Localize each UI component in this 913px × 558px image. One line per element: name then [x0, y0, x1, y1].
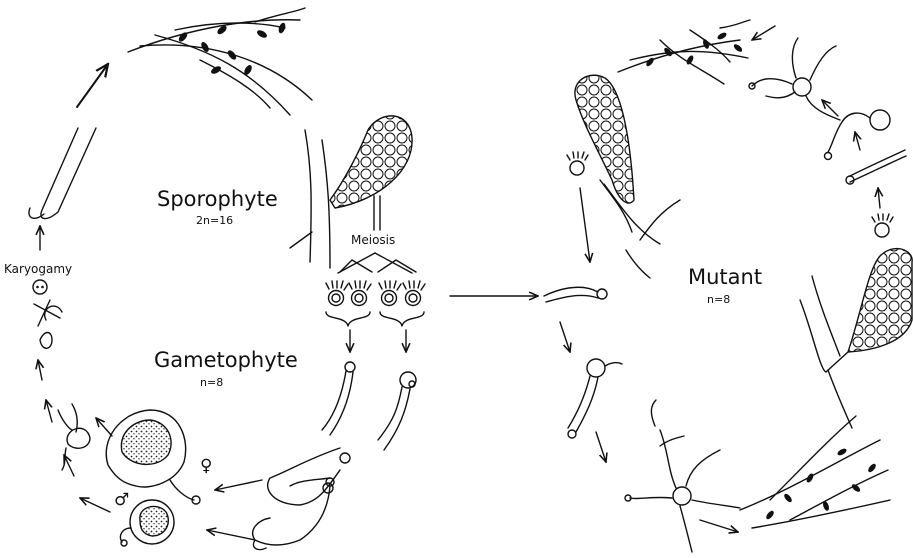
mutant-thallus-bottom	[740, 416, 890, 528]
arrow-to-sporophyte	[77, 64, 108, 107]
young-sporophyte	[41, 128, 96, 219]
female-symbol: ♀	[200, 456, 212, 476]
mutant-ploidy: n=8	[707, 293, 730, 306]
male-symbol: ♂	[114, 490, 129, 510]
zygote	[33, 280, 47, 294]
young-gametophytes	[253, 448, 350, 550]
sporangium-mutant-top	[575, 75, 680, 278]
sporophyte-ploidy: 2n=16	[196, 214, 233, 227]
mutant-germling-top	[749, 38, 840, 120]
mutant-zoospore-right	[872, 214, 893, 237]
mutant-thallus-top	[618, 20, 750, 84]
meiospores	[326, 281, 425, 326]
mutant-germling-3	[846, 150, 906, 184]
mutant-label: Mutant	[688, 265, 762, 289]
karyogamy-label: Karyogamy	[4, 262, 72, 276]
mutant-germling-left	[544, 287, 607, 302]
mutant-germling-bottom	[625, 400, 740, 552]
gametophyte-ploidy: n=8	[200, 376, 223, 389]
gametophyte-label: Gametophyte	[154, 348, 298, 372]
gametes	[34, 300, 90, 470]
meiosis-label: Meiosis	[351, 233, 395, 247]
sporophyte-label: Sporophyte	[157, 187, 278, 211]
mutant-zoospore-left	[567, 152, 588, 175]
sporangium-right	[800, 249, 912, 428]
mutant-germling-mid	[568, 359, 622, 438]
germlings-left	[322, 362, 416, 450]
sporophyte-thallus	[128, 8, 312, 115]
